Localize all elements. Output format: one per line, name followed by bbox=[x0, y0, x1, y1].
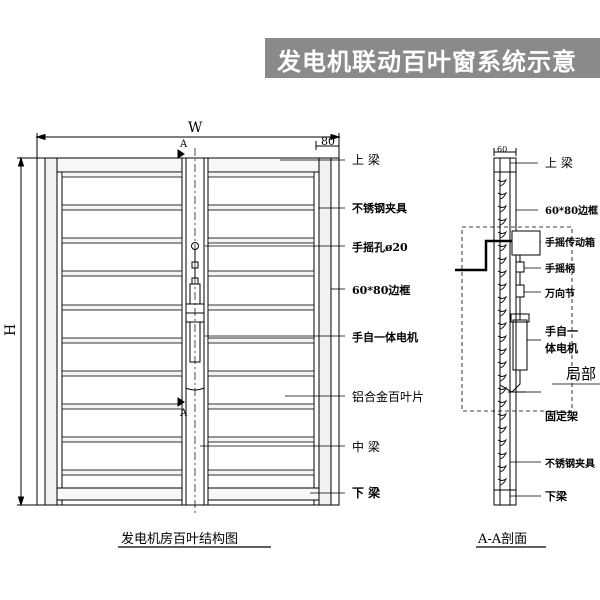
sec-label-frame: 60*80边框 bbox=[545, 204, 598, 217]
motor-assembly bbox=[185, 242, 205, 391]
louver-slats bbox=[61, 171, 315, 476]
louver-slat bbox=[61, 270, 183, 277]
louver-slat bbox=[61, 337, 183, 344]
section-slat bbox=[497, 451, 508, 460]
sec-label-crank-box: 手摇传动箱 bbox=[545, 236, 595, 249]
louver-slat bbox=[207, 370, 315, 377]
section-slat bbox=[497, 373, 508, 382]
universal-joint bbox=[515, 284, 525, 298]
section-frame bbox=[493, 157, 517, 506]
label-motor: 手自一体电机 bbox=[352, 330, 418, 344]
section-slat bbox=[497, 425, 508, 434]
front-view bbox=[17, 133, 345, 548]
section-slat bbox=[497, 178, 508, 187]
section-slat bbox=[497, 230, 508, 239]
section-slat bbox=[497, 191, 508, 200]
section-slat bbox=[497, 282, 508, 291]
section-slat bbox=[497, 295, 508, 304]
crank-box bbox=[511, 230, 541, 256]
louver-slat bbox=[61, 237, 183, 244]
section-top-dimension bbox=[493, 148, 517, 156]
sec-label-bottom-beam: 下梁 bbox=[545, 489, 568, 503]
section-slat bbox=[497, 438, 508, 447]
label-louver: 铝合金百叶片 bbox=[352, 389, 424, 404]
sec-label-bracket: 固定架 bbox=[545, 409, 578, 423]
crank-handle bbox=[515, 261, 525, 273]
louver-slat bbox=[61, 469, 183, 476]
louver-slat bbox=[207, 237, 315, 244]
wall-line bbox=[455, 239, 520, 272]
section-caption: A-A剖面 bbox=[477, 532, 527, 547]
section-slat bbox=[497, 269, 508, 278]
section-mark-bottom: A bbox=[179, 408, 188, 419]
label-clamp: 不锈钢夹具 bbox=[352, 201, 407, 215]
louver-slat bbox=[207, 204, 315, 211]
louver-slat bbox=[61, 403, 183, 410]
louver-slat bbox=[207, 403, 315, 410]
sec-label-top-beam: 上 梁 bbox=[545, 155, 573, 170]
louver-slat bbox=[61, 370, 183, 377]
label-mid-beam: 中 梁 bbox=[352, 439, 380, 454]
detail-label: 局部 bbox=[566, 365, 596, 383]
width-dimension bbox=[35, 133, 341, 158]
louver-slat bbox=[207, 337, 315, 344]
section-slat bbox=[497, 412, 508, 421]
sec-label-universal-joint: 万向节 bbox=[544, 287, 575, 300]
section-slat bbox=[497, 464, 508, 473]
width-label: W bbox=[188, 120, 203, 136]
frame-dimension bbox=[315, 141, 339, 150]
louver-slat bbox=[207, 436, 315, 443]
section-slat bbox=[497, 399, 508, 408]
section-slat bbox=[497, 217, 508, 226]
louver-slat bbox=[61, 171, 183, 178]
section-slat bbox=[497, 386, 508, 395]
section-slat bbox=[497, 243, 508, 252]
right-post bbox=[318, 157, 332, 506]
louver-slat bbox=[207, 469, 315, 476]
frame-dim-label: 80 bbox=[321, 135, 335, 148]
louver-slat bbox=[207, 270, 315, 277]
section-marker-bottom bbox=[177, 397, 185, 407]
section-slat bbox=[497, 308, 508, 317]
section-slat bbox=[497, 256, 508, 265]
diagram-title: 发电机联动百叶窗系统示意 bbox=[277, 48, 577, 76]
front-leaders bbox=[200, 159, 345, 494]
louver-slat bbox=[61, 204, 183, 211]
section-motor bbox=[512, 319, 528, 371]
front-caption: 发电机房百叶结构图 bbox=[121, 531, 238, 547]
sec-label-motor-2: 体电机 bbox=[545, 341, 578, 355]
sec-label-motor-1: 手自一 bbox=[545, 324, 578, 338]
title-banner: 发电机联动百叶窗系统示意 bbox=[265, 38, 600, 78]
height-label: H bbox=[3, 324, 19, 336]
label-top-beam: 上 梁 bbox=[352, 152, 380, 167]
sec-label-crank-handle: 手摇柄 bbox=[545, 262, 575, 275]
section-mark-top: A bbox=[179, 139, 188, 150]
section-marker-top bbox=[177, 149, 185, 159]
section-view bbox=[455, 148, 600, 548]
louver-slat bbox=[61, 304, 183, 311]
section-slat bbox=[497, 477, 508, 486]
section-slat bbox=[497, 334, 508, 343]
section-slat bbox=[497, 347, 508, 356]
section-slat bbox=[497, 204, 508, 213]
height-dimension bbox=[17, 156, 37, 507]
sec-label-clamp: 不锈钢夹具 bbox=[545, 457, 595, 470]
section-slat bbox=[497, 360, 508, 369]
section-leaders bbox=[510, 162, 541, 497]
left-post bbox=[44, 157, 58, 506]
section-slat bbox=[497, 321, 508, 330]
label-frame: 60*80边框 bbox=[352, 283, 410, 297]
label-bottom-beam: 下 梁 bbox=[352, 485, 380, 500]
louver-slat bbox=[61, 436, 183, 443]
section-slats bbox=[497, 178, 508, 486]
label-crank-hole: 手摇孔ø20 bbox=[352, 240, 408, 254]
louver-slat bbox=[207, 171, 315, 178]
louver-slat bbox=[207, 304, 315, 311]
section-top-dim-label: 60 bbox=[497, 145, 507, 154]
